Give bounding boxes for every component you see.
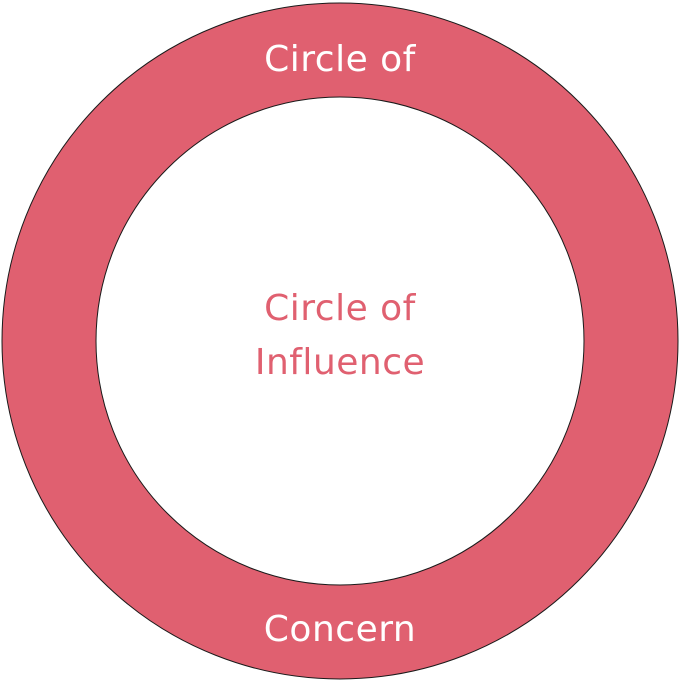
inner-circle-influence	[95, 96, 585, 586]
outer-label-bottom: Concern	[263, 609, 417, 650]
inner-label-line1: Circle of	[264, 288, 416, 329]
inner-label-line2: Influence	[254, 342, 426, 383]
outer-label-top: Circle of	[264, 39, 416, 80]
inner-label: Circle of Influence	[0, 282, 680, 390]
